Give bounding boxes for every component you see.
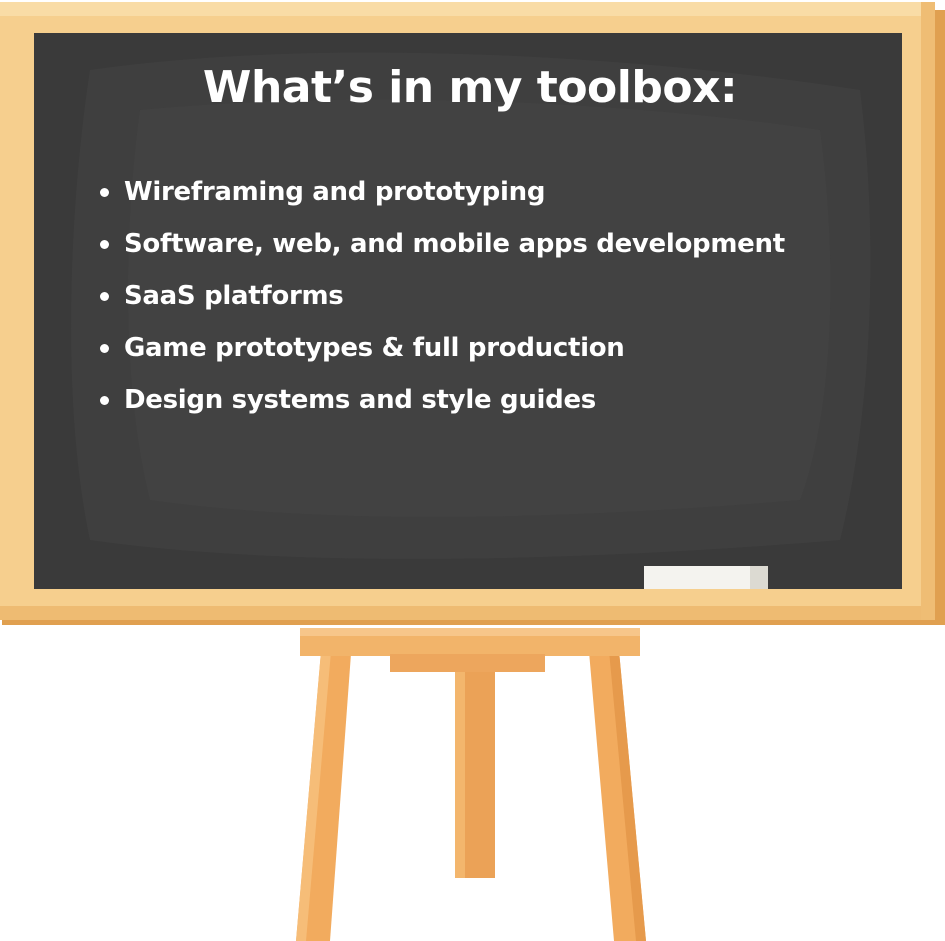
list-item-label: Wireframing and prototyping — [124, 177, 546, 207]
list-item-label: Game prototypes & full production — [124, 333, 625, 363]
toolbox-list: Wireframing and prototyping Software, we… — [98, 170, 785, 430]
list-item: Game prototypes & full production — [98, 326, 785, 378]
list-item: Wireframing and prototyping — [98, 170, 785, 222]
list-item-label: SaaS platforms — [124, 281, 344, 311]
board-title: What’s in my toolbox: — [202, 62, 738, 113]
list-item: Software, web, and mobile apps developme… — [98, 222, 785, 274]
list-item-label: Design systems and style guides — [124, 385, 596, 415]
bullet-icon — [100, 396, 109, 405]
bullet-icon — [100, 240, 109, 249]
chalk-piece — [644, 566, 768, 589]
bullet-icon — [100, 292, 109, 301]
bullet-icon — [100, 188, 109, 197]
list-item-label: Software, web, and mobile apps developme… — [124, 229, 785, 259]
list-item: SaaS platforms — [98, 274, 785, 326]
list-item: Design systems and style guides — [98, 378, 785, 430]
bullet-icon — [100, 344, 109, 353]
board-content: What’s in my toolbox: Wireframing and pr… — [40, 40, 900, 580]
